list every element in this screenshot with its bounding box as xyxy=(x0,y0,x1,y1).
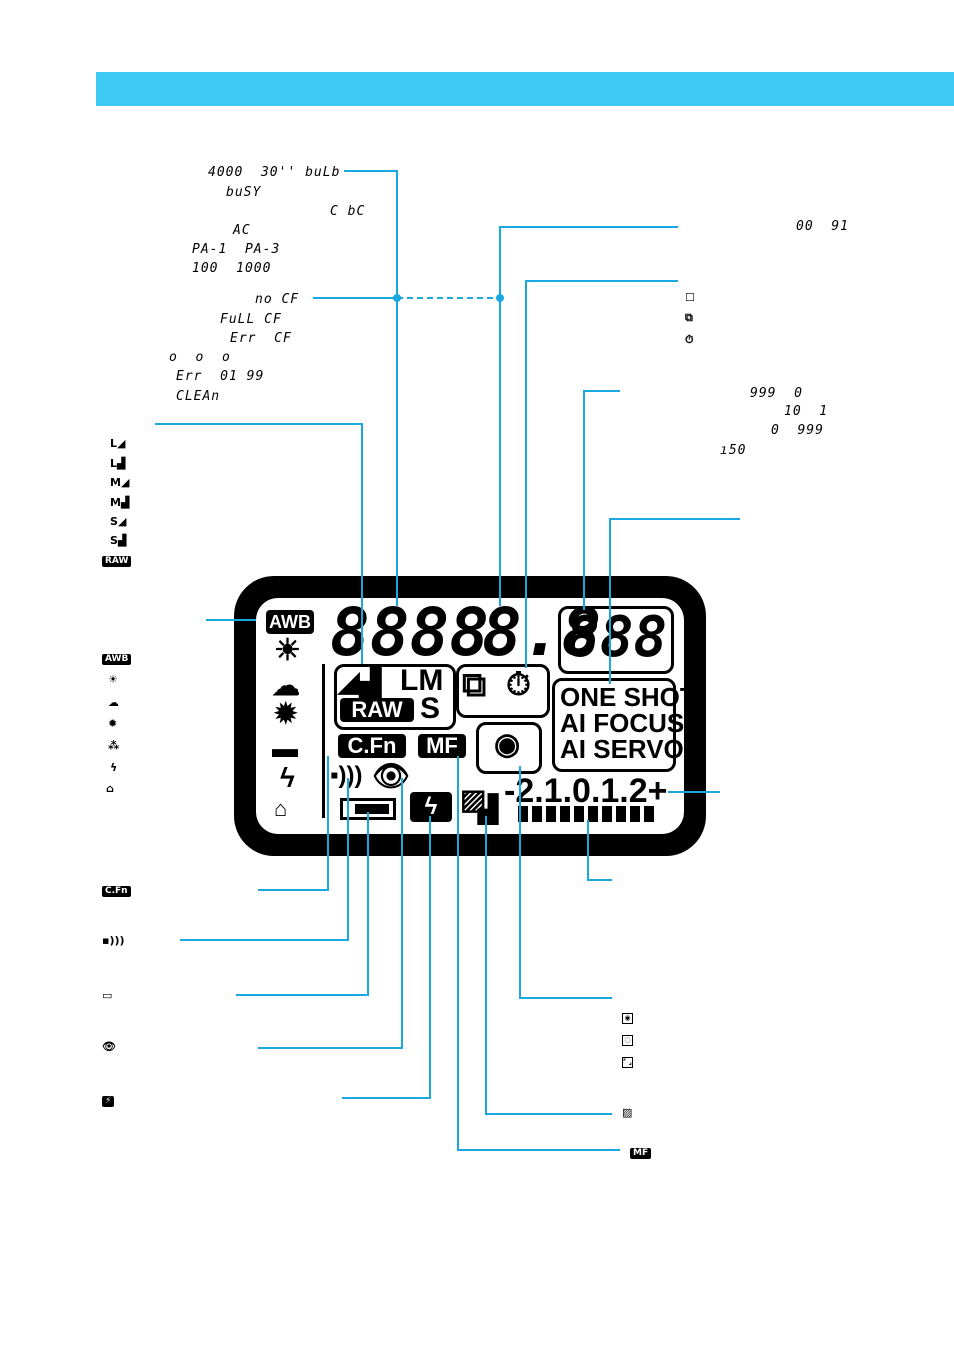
lcd-raw: RAW xyxy=(340,698,414,722)
tungsten-icon: ✹ xyxy=(108,717,118,730)
flash-comp-icon: ⚡ xyxy=(102,1094,115,1107)
lcd-counter-frame xyxy=(558,606,674,674)
seg-errcf: Err CF xyxy=(230,331,292,346)
quality-small-fine-icon: S◢ xyxy=(110,515,127,528)
seg-ac: AC xyxy=(233,223,251,238)
single-shot-icon: ☐ xyxy=(685,291,695,304)
battery-icon: ▭ xyxy=(102,989,113,1002)
lcd-beeper-icon: ▪))) xyxy=(330,762,363,789)
seg-fc-1: 999 0 xyxy=(750,386,803,401)
continuous-icon: ⧉ xyxy=(685,311,693,324)
lcd-aperture: 8.8 xyxy=(482,594,602,671)
lcd-exposure-scale: -2.1.0.1.2+ xyxy=(504,772,668,810)
header-banner xyxy=(96,72,954,106)
lcd-flash-icon: ϟ xyxy=(280,762,295,793)
partial-metering-icon: ◌ xyxy=(622,1034,633,1046)
lcd-self-timer-icon: ⏱ xyxy=(506,666,531,702)
lcd-mf: MF xyxy=(418,734,466,758)
lcd-quality-steps-icon: ◢▟ xyxy=(338,666,382,697)
seg-nocf: no CF xyxy=(255,292,300,307)
lcd-daylight-icon: ☀ xyxy=(274,634,301,667)
lcd-awb: AWB xyxy=(266,610,314,634)
quality-large-fine-icon: L◢ xyxy=(110,437,126,450)
lcd-af-ai-servo: AI SERVO xyxy=(560,734,684,764)
mf-icon: MF xyxy=(630,1146,652,1159)
custom-wb-icon: ⌂ xyxy=(106,782,114,795)
quality-medium-fine-icon: M◢ xyxy=(110,476,130,489)
lcd-small-s: S xyxy=(420,692,441,725)
lcd-fluorescent-icon: ▬ xyxy=(272,733,298,763)
seg-fc-2: 10 1 xyxy=(784,404,829,419)
lcd-quality-lm: LM xyxy=(400,664,444,697)
seg-fc-4: ı50 xyxy=(720,443,747,458)
lcd-divider xyxy=(322,664,325,818)
flash-icon: ϟ xyxy=(110,761,118,774)
lcd-counter: 888 xyxy=(566,605,668,670)
quality-small-normal-icon: S▟ xyxy=(110,534,127,547)
cloudy-icon: ☁ xyxy=(108,696,119,709)
lcd-tungsten-icon: ✹ xyxy=(274,698,298,729)
daylight-icon: ☀ xyxy=(108,673,118,686)
seg-dots: o o o xyxy=(169,350,231,365)
red-eye-icon: 👁 xyxy=(102,1040,116,1053)
fluorescent-icon: ⁂ xyxy=(108,739,120,752)
self-timer-icon: ⏱ xyxy=(685,333,694,346)
seg-cbc: C bC xyxy=(330,204,366,219)
center-weighted-icon: ⌜ ⌟ xyxy=(622,1056,633,1068)
lcd-continuous-icon: ⧉ xyxy=(462,666,487,704)
lcd-metering-frame xyxy=(476,722,542,774)
cfn-icon: C.Fn xyxy=(102,884,131,897)
lcd-af-frame xyxy=(552,678,676,772)
quality-medium-normal-icon: M▟ xyxy=(110,496,130,509)
lcd-cfn: C.Fn xyxy=(338,734,406,758)
beeper-icon: ▪))) xyxy=(102,934,125,947)
lcd-fe-lock-block-icon: ▟ xyxy=(478,794,498,824)
seg-busy: buSY xyxy=(226,185,262,200)
evaluative-metering-icon: ◉ xyxy=(622,1012,633,1024)
raw-icon: RAW xyxy=(102,554,132,567)
lcd-red-eye-icon: 👁 xyxy=(372,760,411,793)
lcd-quality-frame xyxy=(334,664,456,730)
seg-iso: 100 1000 xyxy=(192,261,272,276)
awb-icon: AWB xyxy=(102,652,132,665)
lcd-drive-frame xyxy=(456,664,550,718)
seg-fullcf: FuLL CF xyxy=(220,312,282,327)
lcd-metering-icon: ◉ xyxy=(494,728,521,761)
seg-clean: CLEAn xyxy=(176,389,221,404)
lcd-scale-bars xyxy=(518,806,654,822)
lcd-main-digits: 8888 xyxy=(330,594,489,671)
lcd-fe-lock-icon: ▨ xyxy=(460,784,487,815)
seg-shutter: 4000 30'' buLb xyxy=(208,165,341,180)
seg-err: Err 01 99 xyxy=(176,369,265,384)
seg-pa: PA-1 PA-3 xyxy=(192,242,281,257)
lcd-cloudy-icon: ☁ xyxy=(272,670,300,701)
lcd-af-one-shot: ONE SHOT xyxy=(560,682,696,712)
quality-large-normal-icon: L▟ xyxy=(110,457,126,470)
seg-fc-3: 0 999 xyxy=(771,423,824,438)
lcd-af-ai-focus: AI FOCUS xyxy=(560,708,685,738)
seg-exposure-values: 00 91 xyxy=(796,219,849,234)
fe-lock-icon: ▨ xyxy=(622,1106,633,1119)
lcd-custom-wb-icon: ⌂ xyxy=(274,796,288,821)
